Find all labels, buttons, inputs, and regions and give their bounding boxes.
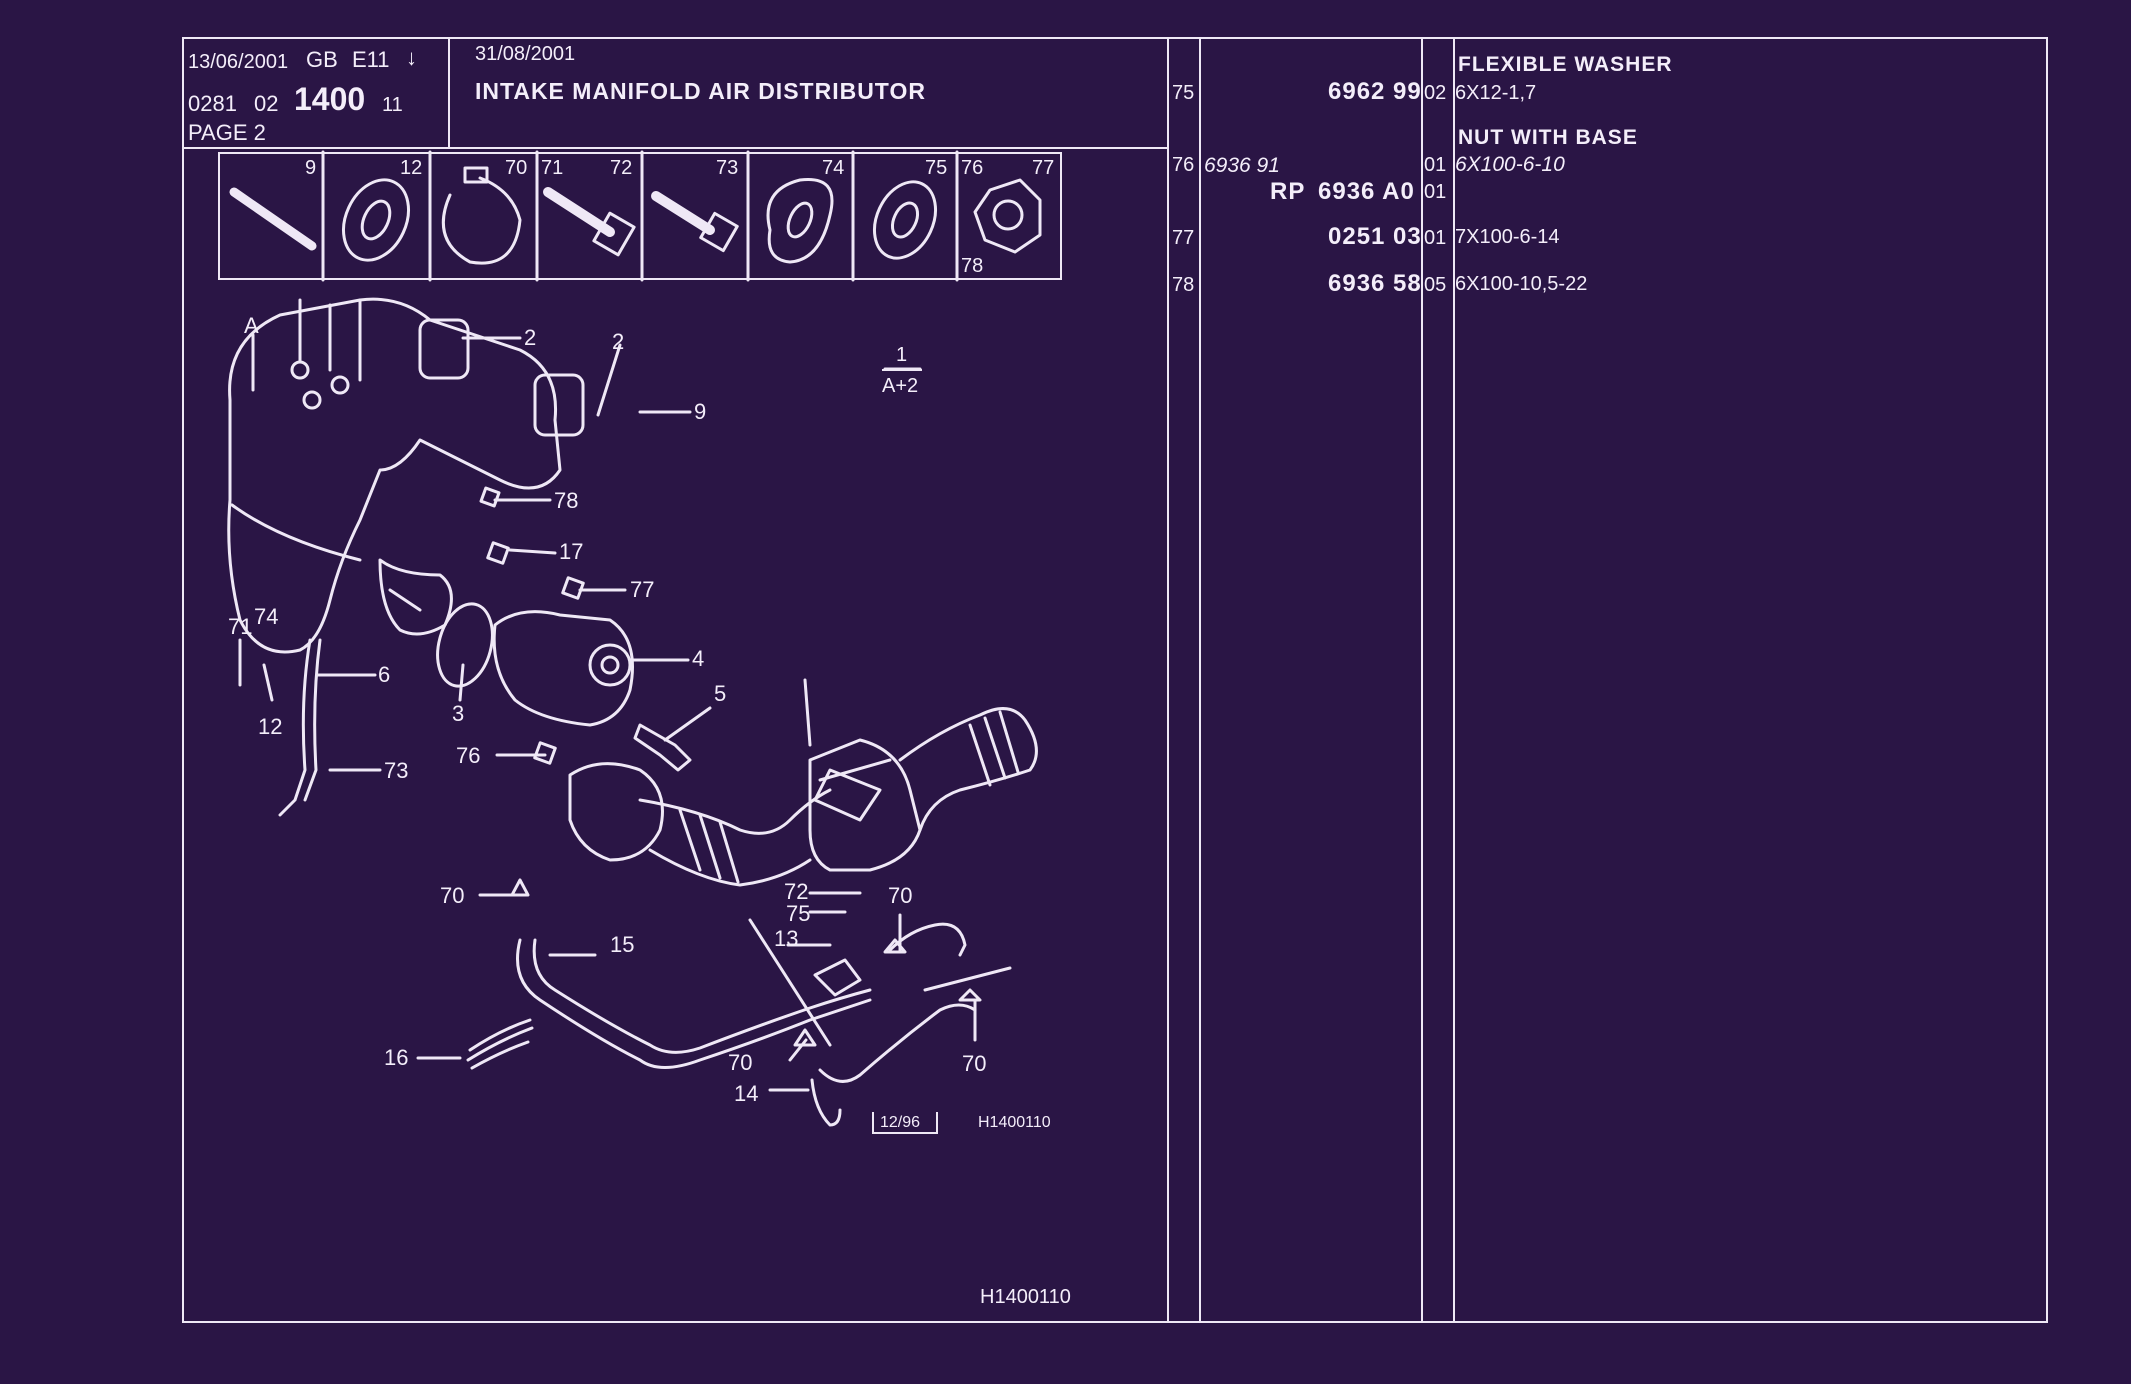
part-description: 6X100-10,5-22: [1455, 273, 1588, 295]
callout-label: 13: [774, 926, 799, 951]
superseded-number: 6936 91: [1204, 154, 1280, 177]
thumb-label: 9: [305, 157, 317, 179]
callout-label: 2: [524, 325, 537, 350]
fraction-bottom: A+2: [882, 375, 919, 397]
callout-label: 76: [456, 743, 481, 768]
thumb-label: 77: [1032, 157, 1055, 179]
part-heading: NUT WITH BASE: [1458, 126, 1638, 149]
thumb-label: 72: [610, 157, 633, 179]
callout-label: 3: [452, 701, 465, 726]
part-number: 6936 A0: [1318, 178, 1415, 205]
thumb-label: 73: [716, 157, 739, 179]
part-number: 6962 99: [1328, 78, 1422, 105]
row-ref: 77: [1172, 227, 1195, 249]
callout-label: 75: [786, 901, 811, 926]
callout-label: 71: [228, 614, 253, 639]
row-qty: 02: [1424, 82, 1447, 104]
callout-label: 78: [554, 488, 579, 513]
row-qty: 01: [1424, 154, 1447, 176]
part-prefix: RP: [1270, 178, 1306, 205]
callout-label: 72: [784, 879, 809, 904]
thumb-label: 70: [505, 157, 528, 179]
thumb-label: 75: [925, 157, 948, 179]
part-description: 6X100-6-10: [1455, 153, 1565, 176]
stamp-box: [872, 1112, 938, 1134]
ref-suffix: 11: [382, 94, 403, 116]
row-ref: 78: [1172, 274, 1195, 296]
callout-label: 70: [728, 1050, 753, 1075]
print-date: 13/06/2001: [188, 51, 289, 73]
row-ref: 76: [1172, 154, 1195, 176]
part-description: 7X100-6-14: [1455, 226, 1560, 248]
callout-label: 4: [692, 646, 705, 671]
callout-label: 70: [962, 1051, 987, 1076]
arrow-down-icon: ↓: [406, 45, 417, 70]
ref-sub: 02: [254, 91, 279, 116]
callout-label: 70: [888, 883, 913, 908]
thumb-label: 78: [961, 255, 984, 277]
region-code: GB: [306, 47, 338, 72]
ref-prefix: 0281: [188, 91, 237, 116]
callout-label: 74: [254, 604, 279, 629]
callout-label: 12: [258, 714, 283, 739]
stamp-code: H1400110: [978, 1114, 1051, 1131]
thumb-label: 71: [541, 157, 564, 179]
callout-label: 77: [630, 577, 655, 602]
callout-label: 6: [378, 662, 391, 687]
column-divider: [1421, 37, 1423, 1323]
document-date: 31/08/2001: [475, 43, 576, 65]
model-code: E11: [352, 47, 390, 72]
ref-main: 1400: [294, 81, 366, 117]
column-divider: [1167, 37, 1169, 1323]
callout-label: 17: [559, 539, 584, 564]
callout-label: 16: [384, 1045, 409, 1070]
row-qty: 05: [1424, 274, 1447, 296]
thumb-label: 76: [961, 157, 984, 179]
callout-label: 9: [694, 399, 707, 424]
part-number: 6936 58: [1328, 270, 1422, 297]
part-number: 0251 03: [1328, 223, 1422, 250]
thumb-label: 12: [400, 157, 423, 179]
row-ref: 75: [1172, 82, 1195, 104]
header-divider: [448, 37, 450, 147]
callout-label: 14: [734, 1081, 759, 1106]
fraction-bar: [882, 369, 922, 371]
row-qty: 01: [1424, 181, 1447, 203]
catalogue-sheet: [182, 37, 2048, 1323]
callout-label: 73: [384, 758, 409, 783]
page-number: PAGE 2: [188, 120, 266, 145]
callout-label: 5: [714, 681, 727, 706]
callout-label: 70: [440, 883, 465, 908]
callout-label: A: [244, 313, 259, 338]
row-qty: 01: [1424, 227, 1447, 249]
footer-code: H1400110: [980, 1286, 1071, 1308]
part-description: 6X12-1,7: [1455, 82, 1537, 104]
stamp-date: 12/96: [880, 1114, 921, 1131]
thumb-label: 74: [822, 157, 845, 179]
column-divider: [1199, 37, 1201, 1323]
callout-label: 2: [612, 329, 625, 354]
column-divider: [1453, 37, 1455, 1323]
fraction-top: 1: [896, 344, 908, 366]
parts-thumbnail-strip: [218, 152, 1062, 280]
part-heading: FLEXIBLE WASHER: [1458, 53, 1673, 76]
page-title: INTAKE MANIFOLD AIR DISTRIBUTOR: [475, 78, 926, 104]
callout-label: 15: [610, 932, 635, 957]
header-divider: [182, 147, 1169, 149]
